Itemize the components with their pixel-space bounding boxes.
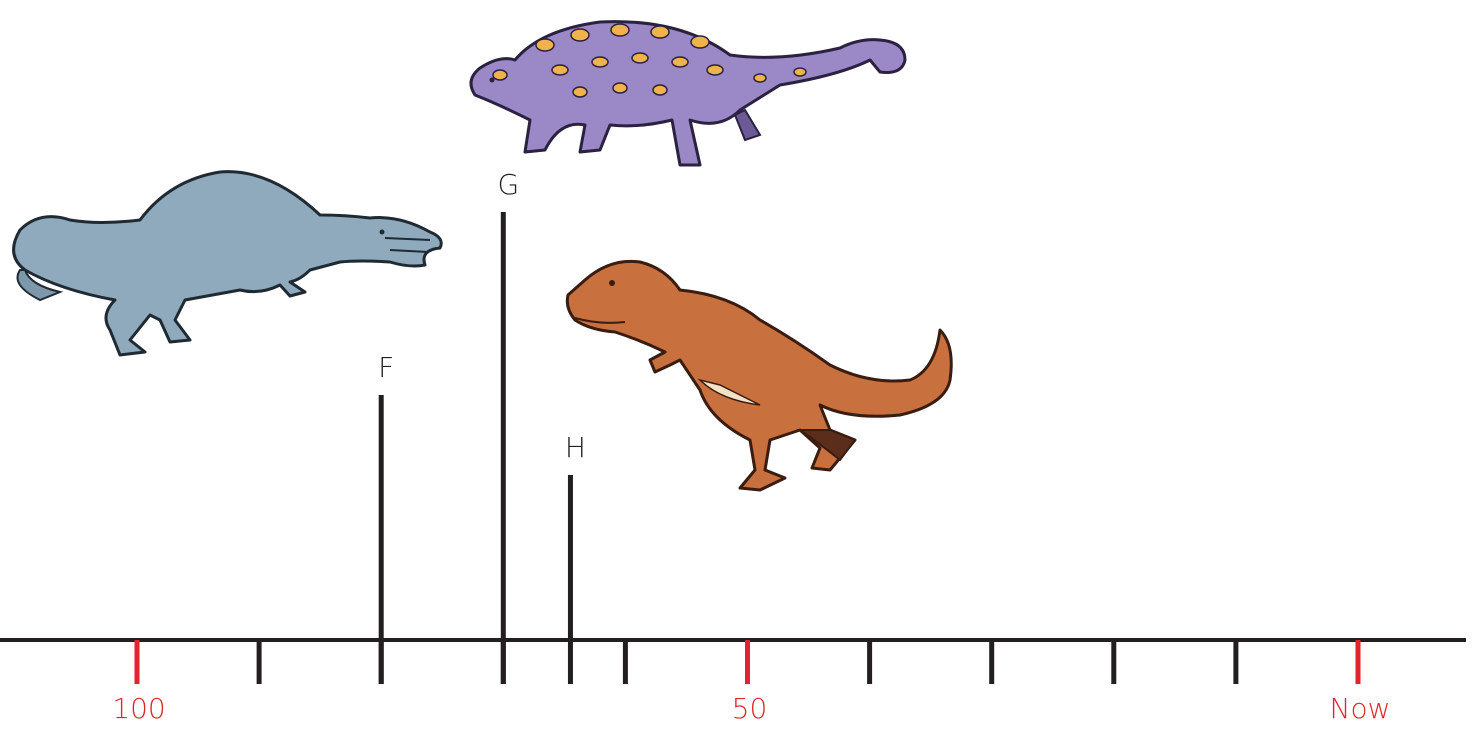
ankylosaurus-illustration <box>471 22 905 165</box>
axis-label-now: Now <box>1330 692 1391 725</box>
marker-label-f: F <box>378 351 394 384</box>
tyrannosaurus-illustration <box>567 261 951 490</box>
axis-label-50: 50 <box>732 692 768 725</box>
timeline-axis-labels: 100 50 Now <box>112 692 1390 725</box>
timeline-ticks <box>137 640 1358 684</box>
spinosaurus-illustration <box>14 172 442 355</box>
marker-label-g: G <box>497 168 519 201</box>
axis-label-100: 100 <box>112 692 165 725</box>
marker-label-h: H <box>565 431 586 464</box>
